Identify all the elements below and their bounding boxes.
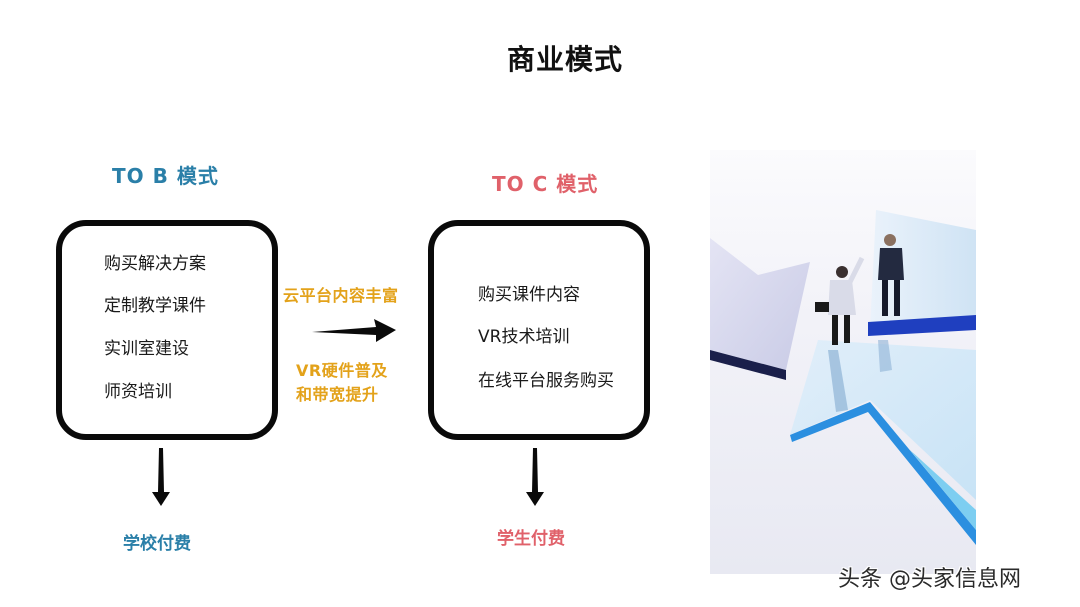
to-c-heading: TO C 模式 <box>492 172 599 196</box>
to-c-item: VR技术培训 <box>478 327 570 347</box>
down-arrow-icon <box>152 448 170 506</box>
watermark: 头条 @头家信息网 <box>838 567 1021 592</box>
down-arrow-icon <box>526 448 544 506</box>
to-b-box <box>56 220 278 440</box>
transition-label-bottom-2: 和带宽提升 <box>296 385 379 404</box>
business-photo <box>710 150 976 574</box>
glass-arrows-businessmen-icon <box>710 210 976 545</box>
to-c-payer: 学生付费 <box>497 529 565 549</box>
to-b-item: 购买解决方案 <box>104 254 206 274</box>
to-b-heading: TO B 模式 <box>112 164 219 188</box>
transition-label-top: 云平台内容丰富 <box>283 286 399 305</box>
transition-label-bottom-1: VR硬件普及 <box>296 361 388 380</box>
to-b-payer: 学校付费 <box>123 534 191 554</box>
to-b-item: 实训室建设 <box>104 339 189 359</box>
right-arrow-icon <box>312 319 396 342</box>
to-b-item: 定制教学课件 <box>104 296 206 316</box>
slide-title: 商业模式 <box>506 43 623 76</box>
to-c-item: 购买课件内容 <box>478 285 580 305</box>
to-c-box <box>428 220 650 440</box>
to-b-item: 师资培训 <box>104 382 172 402</box>
to-c-item: 在线平台服务购买 <box>478 371 614 391</box>
